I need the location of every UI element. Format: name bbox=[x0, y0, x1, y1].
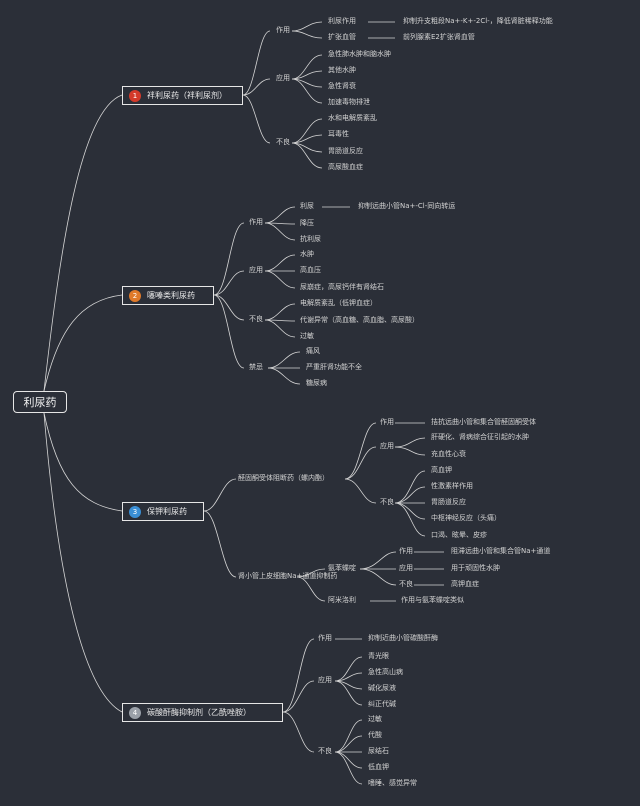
node-text[interactable]: 应用 bbox=[399, 564, 413, 572]
branch-2-label: 噻嗪类利尿药 bbox=[147, 291, 195, 300]
node-text[interactable]: 青光眼 bbox=[368, 652, 389, 660]
b4-group-tag[interactable]: 作用 bbox=[318, 634, 332, 642]
b3-group-tag[interactable]: 阿米洛利 bbox=[328, 596, 356, 604]
node-text[interactable]: 纠正代碱 bbox=[368, 700, 396, 708]
branch-2-node[interactable]: 2 噻嗪类利尿药 bbox=[122, 286, 214, 305]
b2-group-tag[interactable]: 作用 bbox=[249, 218, 263, 226]
branch-1-node[interactable]: 1 袢利尿药（袢利尿剂） bbox=[122, 86, 243, 105]
node-note[interactable]: 前列腺素E2扩张肾血管 bbox=[403, 33, 475, 41]
b1-group-tag[interactable]: 作用 bbox=[276, 26, 290, 34]
node-text[interactable]: 抗利尿 bbox=[300, 235, 321, 243]
b1-group-tag[interactable]: 不良 bbox=[276, 138, 290, 146]
branch-2-number-badge: 2 bbox=[129, 290, 141, 302]
b2-group-tag[interactable]: 禁忌 bbox=[249, 363, 263, 371]
node-text[interactable]: 扩张血管 bbox=[328, 33, 356, 41]
node-text[interactable]: 过敏 bbox=[300, 332, 314, 340]
node-text[interactable]: 利尿 bbox=[300, 202, 314, 210]
root-node[interactable]: 利尿药 bbox=[13, 391, 67, 413]
node-text[interactable]: 碱化尿液 bbox=[368, 684, 396, 692]
b3-sub-node[interactable]: 醛固酮受体阻断药（螺内酯） bbox=[238, 474, 329, 482]
node-text[interactable]: 中枢神经反应（头痛） bbox=[431, 514, 501, 522]
node-text[interactable]: 嗜睡、感觉异常 bbox=[368, 779, 417, 787]
node-text[interactable]: 急性肾衰 bbox=[328, 82, 356, 90]
node-text[interactable]: 性激素样作用 bbox=[431, 482, 473, 490]
branch-3-node[interactable]: 3 保钾利尿药 bbox=[122, 502, 204, 521]
b3-group-tag[interactable]: 不良 bbox=[380, 498, 394, 506]
b2-group-tag[interactable]: 不良 bbox=[249, 315, 263, 323]
node-note[interactable]: 抑制升支粗段Na+-K+-2Cl-，降低肾脏稀释功能 bbox=[403, 17, 553, 25]
node-text[interactable]: 抑制近曲小管碳酸酐酶 bbox=[368, 634, 438, 642]
node-note[interactable]: 用于顽固性水肿 bbox=[451, 564, 500, 572]
node-note[interactable]: 抑制远曲小管Na+-Cl-同向转运 bbox=[358, 202, 456, 210]
node-text[interactable]: 口渴、眩晕、皮疹 bbox=[431, 531, 487, 539]
b2-group-tag[interactable]: 应用 bbox=[249, 266, 263, 274]
b3-sub-node[interactable]: 肾小管上皮细胞Na+通道抑制药 bbox=[238, 572, 338, 580]
node-text[interactable]: 作用与氨苯蝶啶类似 bbox=[401, 596, 464, 604]
branch-3-number-badge: 3 bbox=[129, 506, 141, 518]
branch-4-label: 碳酸酐酶抑制剂（乙酰唑胺） bbox=[147, 708, 251, 717]
node-text[interactable]: 耳毒性 bbox=[328, 130, 349, 138]
node-text[interactable]: 急性高山病 bbox=[368, 668, 403, 676]
node-text[interactable]: 作用 bbox=[399, 547, 413, 555]
node-text[interactable]: 尿崩症，高尿钙伴有肾结石 bbox=[300, 283, 384, 291]
branch-1-number-badge: 1 bbox=[129, 90, 141, 102]
b3-group-tag[interactable]: 氨苯蝶啶 bbox=[328, 564, 356, 572]
node-text[interactable]: 高血钾 bbox=[431, 466, 452, 474]
node-text[interactable]: 严重肝肾功能不全 bbox=[306, 363, 362, 371]
node-text[interactable]: 水肿 bbox=[300, 250, 314, 258]
b4-group-tag[interactable]: 应用 bbox=[318, 676, 332, 684]
node-text[interactable]: 电解质紊乱（低钾血症） bbox=[300, 299, 377, 307]
branch-1-label: 袢利尿药（袢利尿剂） bbox=[147, 91, 227, 100]
node-text[interactable]: 糖尿病 bbox=[306, 379, 327, 387]
node-text[interactable]: 过敏 bbox=[368, 715, 382, 723]
node-text[interactable]: 不良 bbox=[399, 580, 413, 588]
branch-4-node[interactable]: 4 碳酸酐酶抑制剂（乙酰唑胺） bbox=[122, 703, 283, 722]
node-text[interactable]: 肝硬化、肾病综合征引起的水肿 bbox=[431, 433, 529, 441]
branch-4-number-badge: 4 bbox=[129, 707, 141, 719]
node-text[interactable]: 高尿酸血症 bbox=[328, 163, 363, 171]
node-text[interactable]: 代谢异常（高血糖、高血脂、高尿酸） bbox=[300, 316, 419, 324]
branch-3-label: 保钾利尿药 bbox=[147, 507, 187, 516]
node-text[interactable]: 充血性心衰 bbox=[431, 450, 466, 458]
node-text[interactable]: 急性肺水肿和脑水肿 bbox=[328, 50, 391, 58]
b3-group-tag[interactable]: 作用 bbox=[380, 418, 394, 426]
node-note[interactable]: 高钾血症 bbox=[451, 580, 479, 588]
b4-group-tag[interactable]: 不良 bbox=[318, 747, 332, 755]
node-text[interactable]: 拮抗远曲小管和集合管醛固酮受体 bbox=[431, 418, 536, 426]
node-text[interactable]: 胃肠道反应 bbox=[431, 498, 466, 506]
b3-group-tag[interactable]: 应用 bbox=[380, 442, 394, 450]
node-text[interactable]: 加速毒物排泄 bbox=[328, 98, 370, 106]
node-text[interactable]: 水和电解质紊乱 bbox=[328, 114, 377, 122]
node-text[interactable]: 高血压 bbox=[300, 266, 321, 274]
node-note[interactable]: 阻滞远曲小管和集合管Na+通道 bbox=[451, 547, 551, 555]
node-text[interactable]: 尿结石 bbox=[368, 747, 389, 755]
node-text[interactable]: 降压 bbox=[300, 219, 314, 227]
node-text[interactable]: 其他水肿 bbox=[328, 66, 356, 74]
node-text[interactable]: 代酸 bbox=[368, 731, 382, 739]
node-text[interactable]: 低血钾 bbox=[368, 763, 389, 771]
node-text[interactable]: 痛风 bbox=[306, 347, 320, 355]
node-text[interactable]: 利尿作用 bbox=[328, 17, 356, 25]
node-text[interactable]: 胃肠道反应 bbox=[328, 147, 363, 155]
b1-group-tag[interactable]: 应用 bbox=[276, 74, 290, 82]
